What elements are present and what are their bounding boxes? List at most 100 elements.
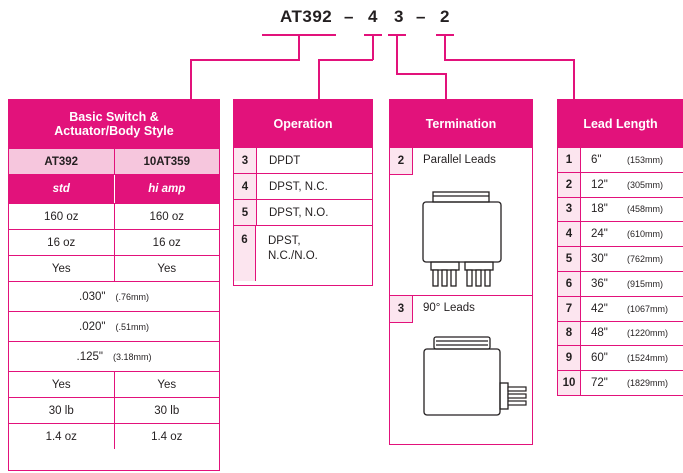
- connector-operation-vertical: [372, 34, 374, 60]
- part-number-operation-code: 4: [368, 7, 378, 26]
- operation-header: Operation: [234, 100, 372, 147]
- part-number-dash-1: –: [344, 7, 354, 26]
- operation-item: 6 DPST, N.C./N.O.: [234, 225, 372, 281]
- basic-switch-type-row: std hi amp: [9, 174, 219, 203]
- termination-header: Termination: [390, 100, 532, 147]
- cell-value: Yes: [113, 372, 220, 397]
- cell-value: 160 oz: [43, 210, 79, 223]
- lead-length-code: 8: [558, 321, 581, 346]
- type-hi-amp: hi amp: [113, 175, 219, 203]
- lead-length-value: 72": [591, 377, 608, 390]
- basic-switch-title-line1: Basic Switch &: [69, 110, 159, 124]
- cell-value: Yes: [113, 256, 220, 281]
- cell-value: 30 lb: [113, 398, 220, 423]
- lead-length-code: 1: [558, 148, 581, 172]
- termination-label: 90° Leads: [423, 302, 475, 314]
- termination-title: Termination: [425, 116, 497, 131]
- connector-operation-drop: [318, 59, 320, 100]
- cell-value: 160 oz: [113, 204, 220, 229]
- lead-length-header: Lead Length: [558, 100, 683, 147]
- lead-length-mm: (1220mm): [627, 328, 669, 339]
- connector-operation-horizontal: [318, 59, 373, 61]
- operation-title: Operation: [273, 116, 333, 131]
- lead-length-mm: (762mm): [627, 254, 664, 265]
- model-10at359-header: 10AT359: [113, 149, 219, 174]
- basic-switch-header: Basic Switch & Actuator/Body Style: [9, 100, 219, 148]
- operation-item: 5 DPST, N.O.: [234, 199, 372, 225]
- ninety-degree-leads-switch-drawing: [423, 336, 527, 416]
- operation-code: 4: [234, 174, 257, 199]
- lead-length-value: 6": [591, 153, 602, 166]
- span-value: .030": [79, 290, 106, 303]
- span-mm: (.76mm): [115, 291, 149, 302]
- table-row: Yes Yes: [9, 255, 219, 281]
- operation-label: DPST, N.C.: [269, 180, 328, 193]
- connector-lead-drop: [573, 59, 575, 100]
- operation-code: 3: [234, 148, 257, 173]
- connector-lead-horizontal: [444, 59, 574, 61]
- part-number-dash-2: –: [416, 7, 426, 26]
- operation-label: DPST, N.O.: [269, 206, 329, 219]
- termination-item-parallel: 2 Parallel Leads: [390, 147, 532, 295]
- operation-label: DPDT: [269, 154, 301, 167]
- lead-length-item: 9 60" (1524mm): [558, 345, 683, 371]
- lead-length-value: 60": [591, 352, 608, 365]
- lead-length-mm: (305mm): [627, 179, 664, 190]
- lead-length-value: 18": [591, 203, 608, 216]
- table-row: 160 oz 160 oz: [9, 203, 219, 229]
- operation-panel: Operation 3 DPDT 4 DPST, N.C. 5 DPST, N.…: [233, 99, 373, 286]
- table-row-span: .125" (3.18mm): [9, 341, 219, 371]
- lead-length-code: 3: [558, 197, 581, 222]
- lead-length-item: 6 36" (915mm): [558, 270, 683, 296]
- lead-length-code: 6: [558, 271, 581, 296]
- operation-label-line2: N.C./N.O.: [268, 250, 318, 262]
- lead-length-item: 2 12" (305mm): [558, 171, 683, 197]
- connector-lead-vertical: [444, 34, 446, 60]
- lead-length-code: 5: [558, 247, 581, 271]
- basic-switch-model-row: AT392 10AT359: [9, 148, 219, 174]
- connector-base-horizontal: [190, 59, 300, 61]
- lead-length-code: 10: [558, 371, 581, 395]
- span-mm: (.51mm): [115, 321, 149, 332]
- table-row: 30 lb 30 lb: [9, 397, 219, 423]
- operation-item: 3 DPDT: [234, 147, 372, 173]
- lead-length-value: 24": [591, 228, 608, 241]
- operation-item: 4 DPST, N.C.: [234, 173, 372, 199]
- lead-length-value: 12": [591, 178, 608, 191]
- connector-termination-drop: [445, 73, 447, 100]
- model-at392-header: AT392: [9, 149, 114, 174]
- table-row: 1.4 oz 1.4 oz: [9, 423, 219, 449]
- part-number-lead-code: 2: [440, 7, 450, 26]
- span-value: .020": [79, 320, 106, 333]
- connector-termination-vertical: [396, 34, 398, 74]
- lead-length-mm: (1067mm): [627, 303, 669, 314]
- lead-length-mm: (1829mm): [627, 378, 669, 389]
- span-mm: (3.18mm): [112, 351, 152, 362]
- operation-code: 6: [234, 226, 256, 281]
- lead-length-value: 48": [591, 327, 608, 340]
- lead-length-code: 7: [558, 296, 581, 321]
- connector-termination-horizontal: [396, 73, 446, 75]
- cell-value: 16 oz: [113, 230, 220, 255]
- table-row: 16 oz 16 oz: [9, 229, 219, 255]
- part-number-base: AT392: [280, 7, 333, 26]
- cell-value: Yes: [51, 262, 71, 275]
- table-row: Yes Yes: [9, 371, 219, 397]
- termination-code: 3: [390, 296, 413, 323]
- termination-code: 2: [390, 148, 413, 175]
- lead-length-item: 8 48" (1220mm): [558, 320, 683, 346]
- lead-length-code: 2: [558, 172, 581, 197]
- lead-length-code: 9: [558, 346, 581, 371]
- table-row-span: .030" (.76mm): [9, 281, 219, 311]
- part-number-termination-code: 3: [394, 7, 404, 26]
- lead-length-title: Lead Length: [583, 116, 658, 131]
- cell-value: 30 lb: [48, 404, 74, 417]
- lead-length-value: 36": [591, 277, 608, 290]
- lead-length-mm: (1524mm): [627, 353, 669, 364]
- lead-length-mm: (915mm): [627, 278, 664, 289]
